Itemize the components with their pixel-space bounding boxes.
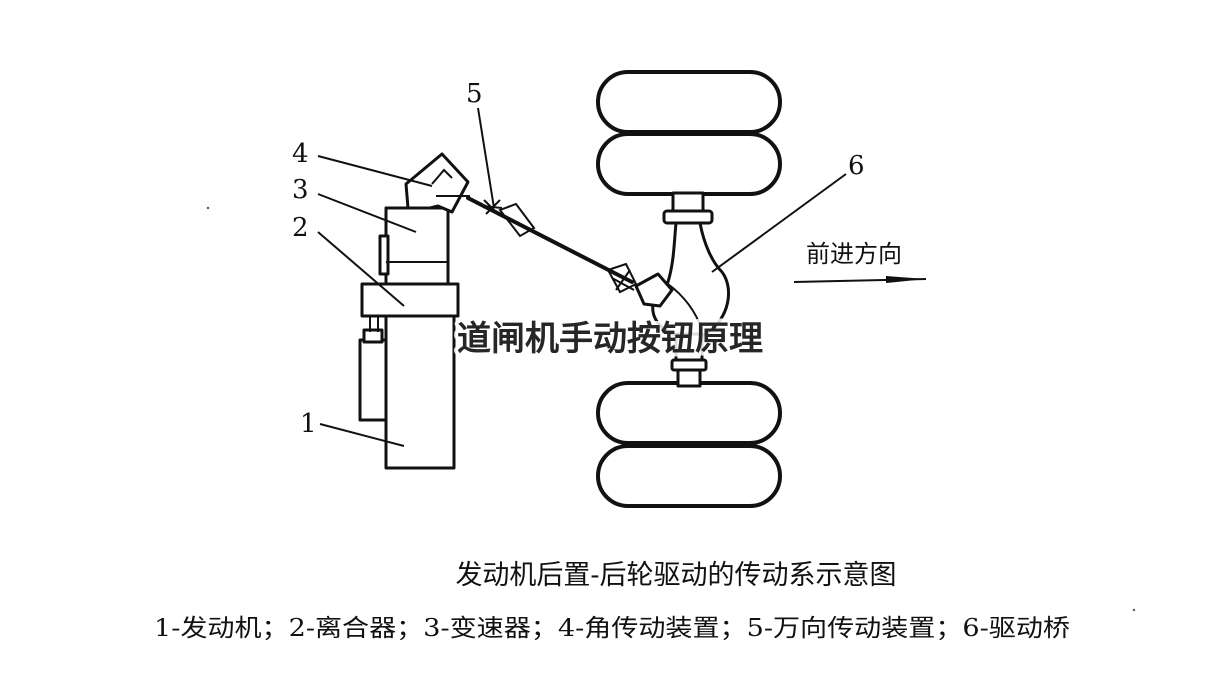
callout-5: 5 (466, 79, 483, 109)
engine-side-cap (362, 328, 384, 344)
watermark-text: 道闸机手动按钮原理 (457, 319, 763, 359)
axle-tube-bottom (674, 332, 704, 362)
engine (358, 314, 456, 470)
ujoint-rear-cross (611, 269, 635, 291)
angle-drive-housing (404, 152, 470, 214)
callout-2: 2 (292, 213, 309, 243)
engine-block (384, 314, 456, 470)
callout-numbers: 1 2 3 4 5 6 (292, 79, 865, 439)
tire-top-inner (596, 132, 782, 196)
tire-bottom-inner (596, 381, 782, 445)
leader-lines (317, 107, 847, 447)
direction-arrow-head (886, 276, 926, 283)
gearbox-mount (378, 234, 390, 276)
axle-tube-lower (676, 368, 702, 388)
axle-housing-detail (667, 283, 703, 331)
leader-1 (319, 423, 405, 447)
direction-label: 前进方向 (806, 240, 902, 268)
callout-6: 6 (848, 151, 865, 181)
tire-top-outer (596, 70, 782, 134)
speck-left (206, 206, 210, 210)
leader-6 (711, 173, 847, 273)
gearbox (378, 206, 450, 286)
universal-joint-shaft (466, 196, 674, 308)
ujoint-rear (606, 262, 638, 294)
tires (596, 70, 782, 508)
callout-1: 1 (300, 409, 317, 439)
speck-right (1132, 608, 1136, 612)
ujoint-front-yoke (498, 202, 536, 238)
callout-3: 3 (292, 175, 309, 205)
diagram-caption: 发动机后置-后轮驱动的传动系示意图 (455, 560, 896, 591)
drive-axle (651, 191, 731, 388)
angle-drive-shaft-end (431, 168, 453, 185)
leader-2 (317, 231, 405, 307)
diagram-legend: 1-发动机；2-离合器；3-变速器；4-角传动装置；5-万向传动装置；6-驱动桥 (154, 614, 1070, 642)
engine-side-module (358, 338, 388, 422)
watermark-halo: 道闸机手动按钮原理 (457, 319, 763, 359)
callout-4: 4 (292, 139, 309, 169)
tire-bottom-outer (596, 444, 782, 508)
angle-drive (404, 152, 470, 214)
gearbox-body (384, 206, 450, 286)
watermark: 道闸机手动按钮原理 道闸机手动按钮原理 (453, 315, 767, 363)
pinion-housing (634, 272, 674, 308)
leader-3 (317, 193, 417, 233)
clutch-housing (360, 282, 460, 318)
leader-5 (477, 107, 495, 209)
direction-indicator: 前进方向 (793, 240, 927, 283)
axle-flange-top (662, 209, 714, 225)
leader-4 (317, 155, 433, 187)
